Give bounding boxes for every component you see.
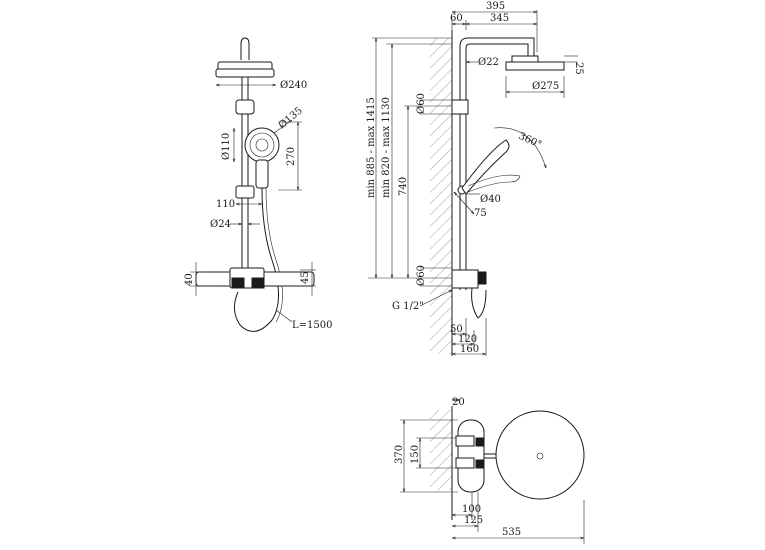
dim-depth-3: 160: [460, 344, 479, 355]
dim-top-w1: 100: [462, 504, 481, 515]
dim-hose-length: L=1500: [292, 320, 332, 331]
front-view: Ø240 Ø135 Ø110 270 110 Ø24: [184, 37, 332, 332]
dim-rotation: 360°: [517, 131, 543, 151]
thermostatic-mixer: [195, 267, 315, 289]
dim-upper-bracket: Ø60: [416, 93, 427, 114]
dim-arm-length: 345: [490, 13, 509, 24]
rod-bracket: [235, 99, 255, 115]
dim-top-wall: 20: [452, 397, 465, 408]
dim-rod-height: min 820 - max 1130: [381, 97, 392, 198]
dim-total-height: min 885 - max 1415: [366, 97, 377, 198]
dim-head-diameter-side: Ø275: [532, 81, 559, 92]
dim-total-width: 395: [486, 1, 505, 12]
dim-head-height: 25: [573, 62, 584, 75]
dim-holder-length: 75: [474, 208, 487, 219]
dim-top-total-width: 535: [502, 527, 521, 538]
dim-top-total: 370: [394, 445, 405, 464]
top-rain-head: [495, 410, 585, 500]
dim-holder-diameter: Ø40: [480, 194, 501, 205]
dim-wall-offset: 60: [450, 13, 463, 24]
dim-lower-bracket: Ø60: [416, 265, 427, 286]
top-view: 20 370 150 100 125 535: [394, 397, 585, 544]
dim-depth-1: 50: [450, 324, 463, 335]
dim-depth-2: 120: [458, 334, 477, 345]
dim-mixer-left: 40: [184, 273, 195, 286]
side-view: 395 60 345 Ø22 25 Ø275 min 885 - max 141…: [366, 1, 584, 356]
rain-shower-head: [215, 37, 275, 78]
dim-thread: G 1/2": [392, 301, 424, 312]
upper-wall-bracket: [451, 99, 469, 115]
dim-mixer-axis: 740: [398, 177, 409, 196]
wall-section-top: [430, 410, 452, 490]
dim-head-diameter: Ø240: [280, 80, 307, 91]
dim-handshower-diameter: Ø135: [277, 105, 305, 131]
side-rain-head: [505, 55, 565, 71]
dim-rod-diameter: Ø24: [210, 219, 231, 230]
hand-shower: [244, 127, 280, 189]
dim-top-centers: 150: [410, 445, 421, 464]
dim-handshower-face: Ø110: [221, 133, 232, 160]
side-mixer: [451, 269, 487, 319]
top-mixer-body: [457, 419, 485, 493]
dim-arm-diameter: Ø22: [478, 57, 499, 68]
dim-slider-offset: 110: [216, 199, 235, 210]
dim-mixer-right: 45: [300, 271, 311, 284]
wall-section: [430, 38, 452, 354]
slider-holder: [235, 185, 255, 199]
dim-top-w2: 125: [464, 515, 483, 526]
dim-handshower-height: 270: [286, 147, 297, 166]
